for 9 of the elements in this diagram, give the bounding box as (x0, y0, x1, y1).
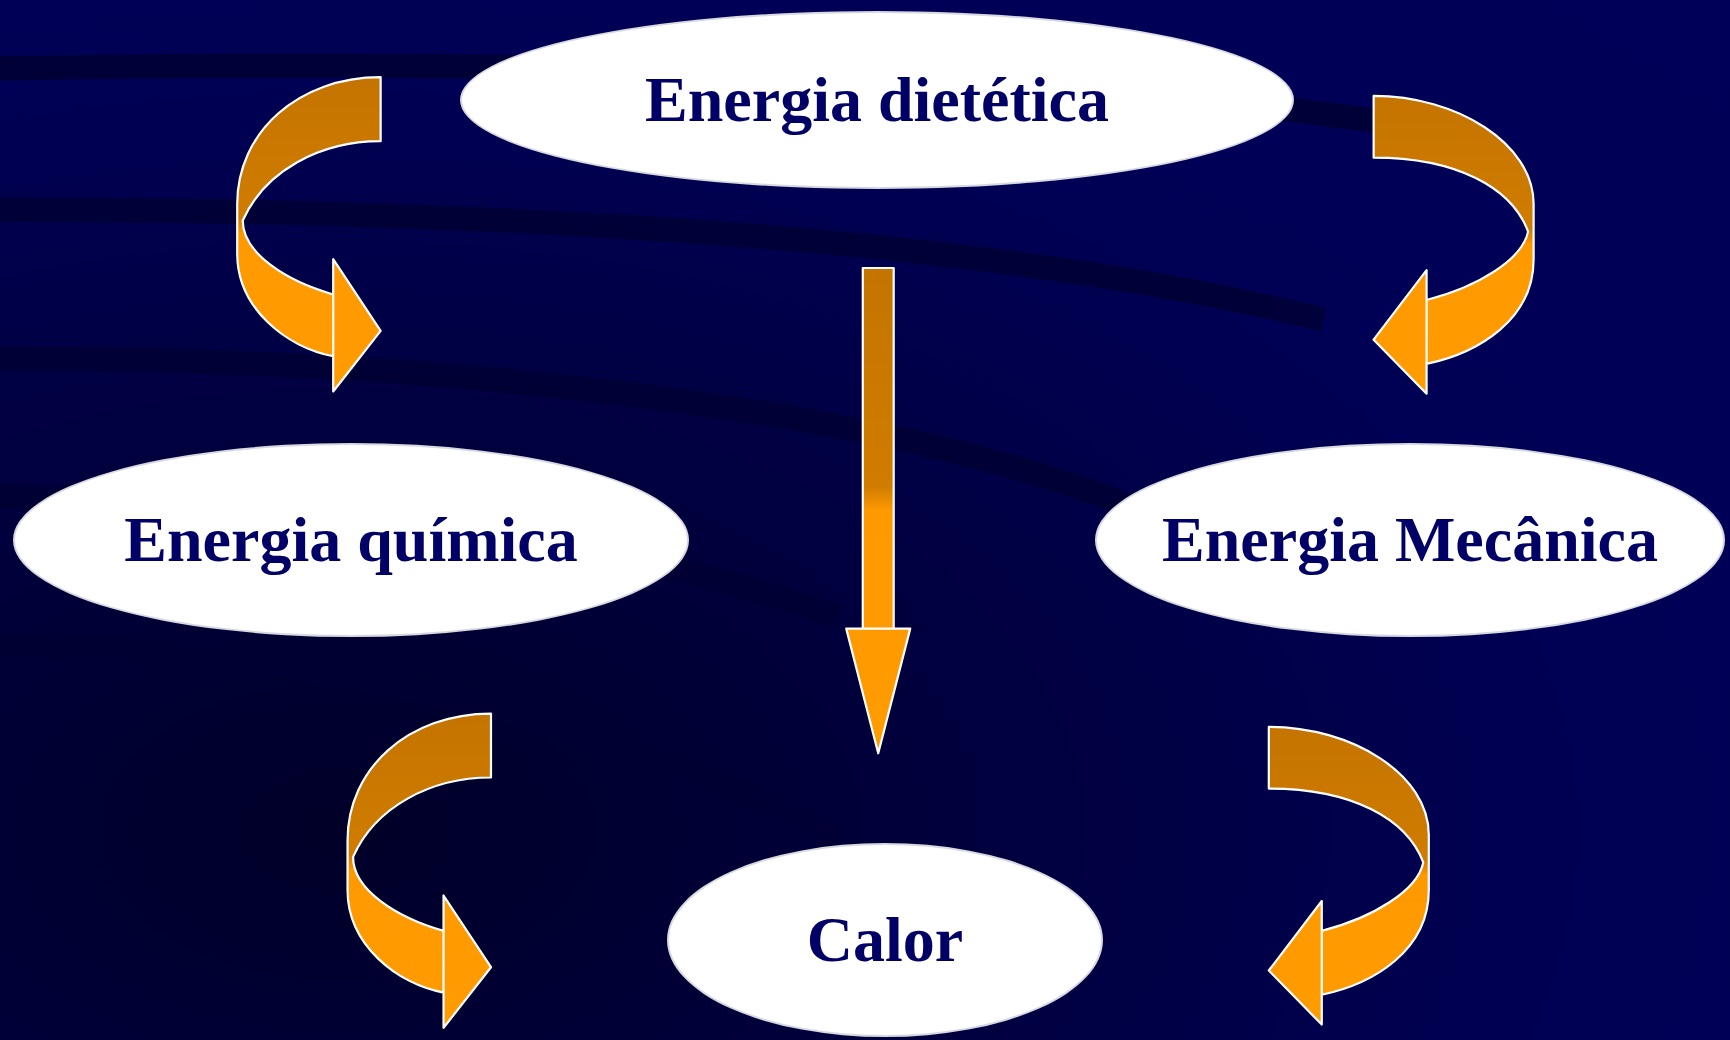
node-label: Calor (806, 904, 964, 976)
node-label: Energia Mecânica (1162, 504, 1658, 576)
curved-arrow (1267, 725, 1430, 1026)
curved-arrow (236, 76, 382, 393)
straight-arrow (845, 266, 912, 755)
node-label: Energia química (124, 504, 578, 576)
node-label: Energia dietética (645, 64, 1109, 136)
curved-arrow (346, 712, 493, 1029)
curved-arrow (1372, 94, 1535, 395)
